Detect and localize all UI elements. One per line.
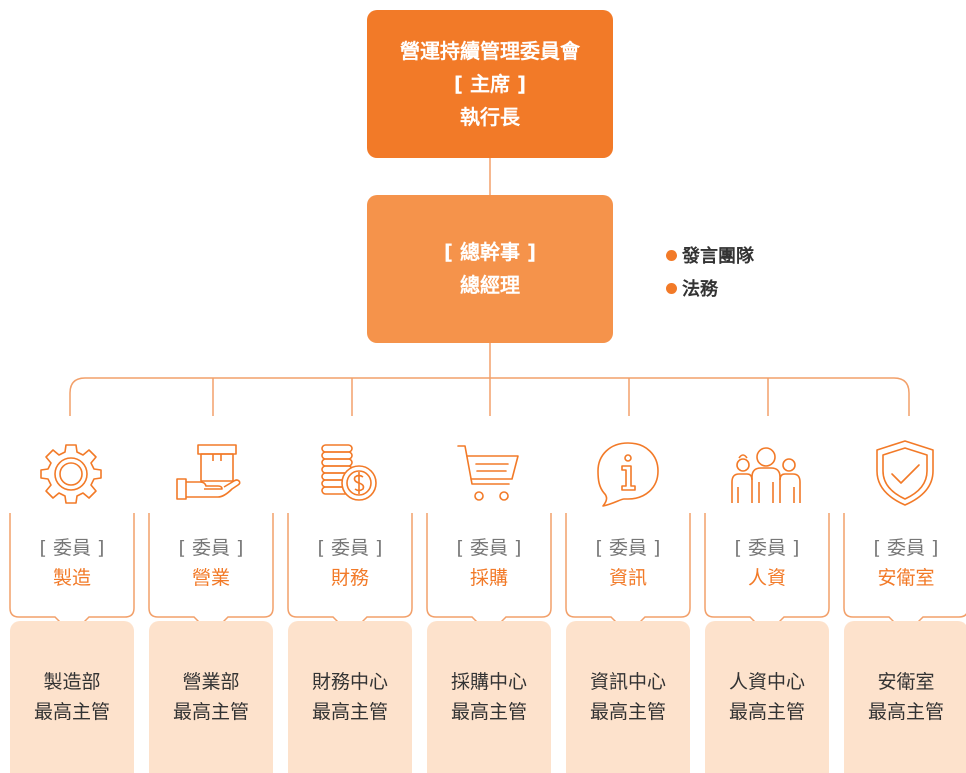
- head-box-it: 資訊中心 最高主管: [566, 621, 690, 773]
- member-department: 安衛室: [877, 567, 935, 589]
- committee-title: 營運持續管理委員會: [400, 38, 580, 63]
- member-department: 製造: [52, 567, 91, 589]
- department-name: 人資中心: [728, 671, 805, 693]
- member-department: 營業: [191, 567, 230, 589]
- member-label-safety: [ 委員 ] 安衛室: [844, 533, 966, 593]
- people-icon: [731, 447, 801, 503]
- department-name: 營業部: [182, 671, 240, 693]
- chairman-box: 營運持續管理委員會 [ 主席 ] 執行長: [367, 10, 613, 158]
- support-item: 發言團隊: [666, 240, 754, 273]
- department-name: 製造部: [43, 671, 101, 693]
- head-title: 最高主管: [589, 701, 666, 723]
- member-label-it: [ 委員 ] 資訊: [566, 533, 690, 593]
- secretary-general-box: [ 總幹事 ] 總經理: [367, 195, 613, 343]
- department-name: 財務中心: [311, 671, 388, 693]
- member-role: [ 委員 ]: [39, 537, 105, 559]
- member-label-sales: [ 委員 ] 營業: [149, 533, 273, 593]
- head-box-manufacturing: 製造部 最高主管: [10, 621, 134, 773]
- chairman-role: [ 主席 ]: [453, 71, 527, 96]
- bullet-dot-icon: [666, 283, 677, 294]
- member-label-hr: [ 委員 ] 人資: [705, 533, 829, 593]
- info-bubble-icon: [597, 442, 659, 507]
- box-in-hand-icon: [176, 444, 241, 500]
- head-title: 最高主管: [33, 701, 110, 723]
- member-department: 採購: [469, 567, 508, 589]
- head-title: 最高主管: [311, 701, 388, 723]
- shopping-cart-icon: [457, 445, 519, 501]
- member-department: 資訊: [608, 567, 647, 589]
- member-role: [ 委員 ]: [734, 537, 800, 559]
- department-name: 資訊中心: [589, 671, 666, 693]
- department-name: 安衛室: [877, 671, 935, 693]
- member-label-finance: [ 委員 ] 財務: [288, 533, 412, 593]
- head-box-procurement: 採購中心 最高主管: [427, 621, 551, 773]
- coins-icon: [321, 444, 377, 501]
- member-department: 財務: [330, 567, 369, 589]
- member-role: [ 委員 ]: [456, 537, 522, 559]
- secretary-role: [ 總幹事 ]: [443, 240, 537, 264]
- member-role: [ 委員 ]: [178, 537, 244, 559]
- shield-check-icon: [876, 440, 934, 506]
- member-label-procurement: [ 委員 ] 採購: [427, 533, 551, 593]
- gear-icon: [40, 444, 102, 504]
- head-box-hr: 人資中心 最高主管: [705, 621, 829, 773]
- head-title: 最高主管: [450, 701, 527, 723]
- member-role: [ 委員 ]: [317, 537, 383, 559]
- bullet-dot-icon: [666, 250, 677, 261]
- support-team-list: 發言團隊 法務: [666, 240, 754, 306]
- department-name: 採購中心: [450, 671, 527, 693]
- support-item: 法務: [666, 273, 754, 306]
- head-title: 最高主管: [867, 701, 944, 723]
- head-title: 最高主管: [172, 701, 249, 723]
- member-label-manufacturing: [ 委員 ] 製造: [10, 533, 134, 593]
- member-department: 人資: [747, 567, 786, 589]
- member-role: [ 委員 ]: [873, 537, 939, 559]
- head-box-finance: 財務中心 最高主管: [288, 621, 412, 773]
- head-box-sales: 營業部 最高主管: [149, 621, 273, 773]
- head-title: 最高主管: [728, 701, 805, 723]
- secretary-title: 總經理: [460, 273, 520, 297]
- member-role: [ 委員 ]: [595, 537, 661, 559]
- head-box-safety: 安衛室 最高主管: [844, 621, 966, 773]
- chairman-title: 執行長: [460, 104, 520, 129]
